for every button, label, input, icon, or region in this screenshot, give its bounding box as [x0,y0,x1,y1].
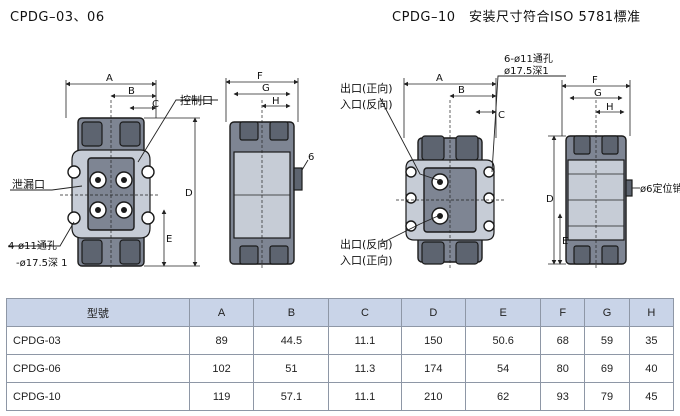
locating-pin-label: ø6定位销 [640,182,680,195]
cell-a: 119 [188,382,255,411]
left-series-title: CPDG–03、06 [10,10,105,25]
cell-g: 69 [584,354,630,383]
dim-label-f-large: F [592,75,598,86]
col-header-a: A [188,298,255,327]
col-header-e: E [465,298,542,327]
col-header-d: D [400,298,467,327]
col-header-f: F [540,298,586,327]
cell-e: 54 [465,354,542,383]
outlet-forward-label-top: 出口(正向) [340,81,393,95]
col-header-h: H [628,298,675,327]
cell-a: 102 [188,354,255,383]
inlet-forward-label-bottom: 入口(正向) [340,253,393,267]
cell-f: 93 [540,382,586,411]
leak-port-label: 泄漏口 [12,178,45,191]
cell-e: 50.6 [465,326,542,355]
dim-label-g: G [262,83,270,94]
view-front-small: A B C D E 控制口 泄漏口 4-ø11通孔 -ø17.5深 1 [8,73,218,270]
table-row: CPDG-03 89 44.5 11.1 150 50.6 68 59 35 [6,326,675,355]
cell-b: 57.1 [253,382,330,411]
cell-h: 35 [628,326,675,355]
cell-model: CPDG-10 [6,382,190,411]
cell-h: 45 [628,382,675,411]
cell-h: 40 [628,354,675,383]
cell-g: 59 [584,326,630,355]
inlet-reverse-label-top: 入口(反向) [340,97,393,111]
dim-label-g-large: G [594,88,602,99]
dim-label-h: H [272,96,280,107]
dim-label-c-large: C [498,110,505,121]
dim-label-d-large: D [546,194,554,205]
dim-label-c: C [152,99,159,110]
table-row: CPDG-06 102 51 11.3 174 54 80 69 40 [6,354,675,383]
dim-label-b: B [128,86,135,97]
dimension-drawing: A B C D E 控制口 泄漏口 4-ø11通孔 -ø17.5深 1 F [8,53,680,270]
cell-a: 89 [188,326,255,355]
dim-label-a-large: A [436,73,443,84]
dim-six-label: 6 [308,152,314,163]
table-row: CPDG-10 119 57.1 11.1 210 62 93 79 45 [6,382,675,411]
view-side-small: F G H 6 [225,71,314,270]
col-header-b: B [253,298,330,327]
col-header-c: C [328,298,402,327]
cell-model: CPDG-03 [6,326,190,355]
dim-label-h-large: H [606,102,614,113]
cell-c: 11.1 [328,326,402,355]
dim-label-f: F [257,71,263,82]
col-header-g: G [584,298,630,327]
cell-b: 44.5 [253,326,330,355]
holes-right-label: 6-ø11通孔 [504,53,553,65]
cell-c: 11.3 [328,354,402,383]
cell-model: CPDG-06 [6,354,190,383]
view-side-large: F G H D E ø6定位销 [546,75,680,270]
cell-d: 150 [400,326,467,355]
cell-f: 68 [540,326,586,355]
holes-right-depth-label: ø17.5深1 [504,65,549,77]
outlet-reverse-label-bottom: 出口(反向) [340,237,393,251]
dim-label-b-large: B [458,85,465,96]
holes-left-depth-label: -ø17.5深 1 [16,257,68,269]
holes-left-label: 4-ø11通孔 [8,240,57,252]
cell-d: 174 [400,354,467,383]
cell-e: 62 [465,382,542,411]
cell-d: 210 [400,382,467,411]
dim-label-e: E [166,234,172,245]
cell-c: 11.1 [328,382,402,411]
col-header-model: 型號 [6,298,190,327]
control-port-label: 控制口 [180,93,213,107]
view-front-large: A B C 6-ø11通孔 ø17.5深1 出口(正向) 入口(反向) 出口(反… [340,53,566,270]
dimension-table: 型號 A B C D E F G H CPDG-03 89 44.5 11.1 … [6,298,675,411]
dim-label-e-large: E [562,236,568,247]
dim-label-a: A [106,73,113,84]
cell-f: 80 [540,354,586,383]
cell-b: 51 [253,354,330,383]
table-header-row: 型號 A B C D E F G H [6,298,675,327]
dim-label-d: D [185,188,193,199]
cell-g: 79 [584,382,630,411]
right-series-title: CPDG–10 安装尺寸符合ISO 5781標准 [392,10,641,25]
